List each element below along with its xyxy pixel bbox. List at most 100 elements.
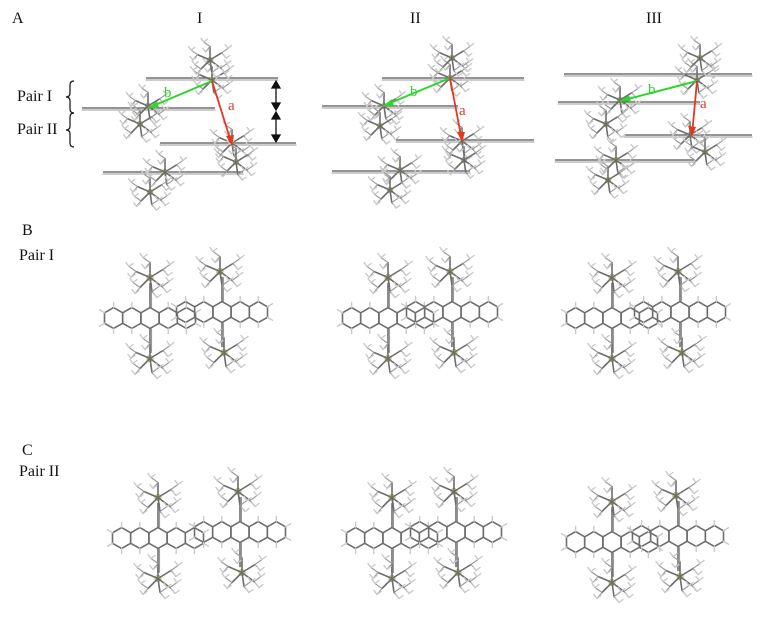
hydrogen-bond [229,477,234,484]
hydrogen-bond [587,261,592,268]
carbon-bond [465,167,473,174]
hydrogen-bond [367,116,372,122]
hydrogen-bond [693,36,698,41]
hydrogen-bond [369,185,374,191]
carbon-bond [379,118,393,127]
hydrogen-bond [435,88,441,94]
hydrogen-bond [471,582,476,589]
carbon-bond [623,585,632,593]
hydrogen-bond [445,338,450,345]
carbon-bond [681,584,690,592]
hydrogen-bond [620,163,625,169]
carbon-bond [611,276,615,293]
hydrogen-bond [589,134,594,140]
hydrogen-bond [363,101,368,107]
carbon-bond [239,499,248,507]
hydrogen-bond [682,90,688,96]
hydrogen-bond [596,289,602,295]
carbon-bond [401,177,409,184]
carbon-bond [221,47,229,54]
hydrogen-bond [466,173,471,179]
hydrogen-bond [176,181,182,187]
carbon-bond [389,189,393,204]
carbon-bond [588,169,596,176]
carbon-bond [662,580,671,588]
carbon-bond [449,262,464,273]
hydrogen-bond [128,262,134,268]
hydrogen-bond [433,491,438,498]
hydrogen-bond [560,533,568,538]
ring-bond [211,520,232,544]
hydrogen-bond [154,107,159,114]
hydrogen-bond [170,316,178,321]
hydrogen-bond [626,270,631,277]
carbon-bond [157,569,172,580]
hydrogen-bond [603,344,608,351]
hydrogen-bond [255,582,260,589]
carbon-bond [374,193,382,200]
hydrogen-bond [440,573,446,579]
hydrogen-bond [133,202,138,208]
hydrogen-bond [202,337,208,343]
hydrogen-bond [593,288,598,295]
hydrogen-bond [713,57,718,63]
hydrogen-bond [398,513,404,519]
vector-b-label: b [164,85,172,101]
ring-bond [602,306,622,330]
carbon-bond [141,131,149,138]
hydrogen-bond [202,47,207,53]
hydrogen-bond [400,303,408,308]
carbon-bond [209,345,225,354]
hydrogen-bond [284,536,292,541]
hydrogen-bond [464,264,469,271]
hydrogen-bond [681,58,686,64]
hydrogen-bond [98,309,106,314]
vectors-column-i: b a [147,80,235,146]
column-header-iii: III [646,10,662,27]
hydrogen-bond [163,582,168,589]
hydrogen-bond [144,127,149,133]
hydrogen-bond [613,128,619,133]
hydrogen-bond [682,54,688,59]
hydrogen-bond [233,281,238,288]
hydrogen-bond [394,158,400,163]
carbon-bond [707,83,715,89]
carbon-bond [599,105,607,112]
hydrogen-bond [202,57,207,63]
hydrogen-bond [596,513,602,519]
hydrogen-bond [653,490,658,497]
hydrogen-bond [463,576,468,583]
hydrogen-bond [147,128,153,133]
hydrogen-bond [457,138,462,143]
hydrogen-bond [134,370,140,376]
hydrogen-bond [368,354,374,360]
carbon-bond [209,59,213,74]
hydrogen-bond [685,367,690,374]
carbon-bond [376,183,391,191]
hydrogen-bond [213,475,218,482]
hydrogen-bond [362,122,368,127]
carbon-bond [683,360,692,368]
carbon-bond [196,53,211,61]
hydrogen-bond [699,93,704,99]
carbon-bond [381,496,393,509]
carbon-bond [677,262,692,273]
hydrogen-bond [381,472,386,479]
hydrogen-bond [182,156,188,162]
carbon-bond [410,173,418,179]
carbon-bond [438,51,453,59]
hydrogen-bond [163,368,168,375]
hydrogen-bond [392,119,397,125]
carbon-bond [149,191,153,206]
hydrogen-bond [225,54,231,59]
hydrogen-bond [215,157,220,163]
hydrogen-bond [123,134,128,140]
carbon-bond [443,565,459,574]
carbon-bond [453,490,457,507]
hydrogen-bond [131,116,136,122]
hydrogen-bond [168,277,174,283]
carbon-bond [132,281,141,289]
hydrogen-bond [670,247,676,253]
hydrogen-bond [665,470,670,477]
hydrogen-bond [670,121,676,126]
